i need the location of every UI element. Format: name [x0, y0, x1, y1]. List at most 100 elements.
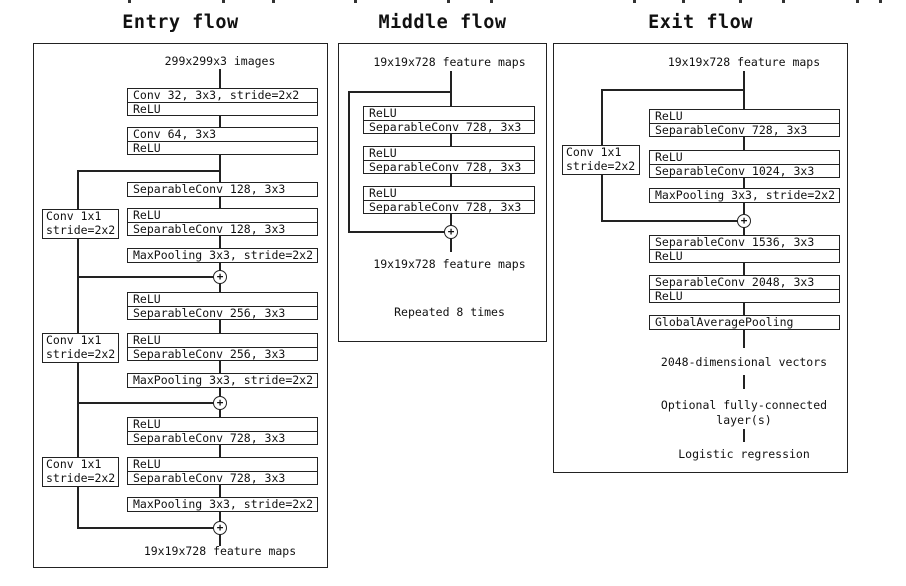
skip-merge-line: [78, 527, 215, 529]
layer-row: ReLU: [650, 289, 839, 303]
layer-row: Conv 1x1: [46, 333, 102, 347]
connector-line: [743, 327, 745, 348]
layer-row: Conv 1x1: [46, 209, 102, 223]
skip-merge-line: [78, 276, 215, 278]
connector-line: [743, 227, 745, 237]
exit-logistic-label: Logistic regression: [678, 447, 810, 461]
exit-flow-panel: [553, 43, 848, 473]
entry-skip-conv-box-2: Conv 1x1 stride=2x2: [42, 333, 119, 363]
exit-block-sepconv1536: SeparableConv 1536, 3x3 ReLU: [649, 235, 840, 263]
connector-line: [743, 262, 745, 277]
connector-line: [450, 134, 452, 148]
connector-line: [743, 375, 745, 389]
cropped-text-mark: [682, 0, 685, 3]
entry-block-sepconv128: SeparableConv 128, 3x3: [127, 182, 318, 197]
exit-block-relu-sepconv728: ReLU SeparableConv 728, 3x3: [649, 109, 840, 137]
entry-block-relu-sepconv128: ReLU SeparableConv 128, 3x3: [127, 208, 318, 236]
connector-line: [743, 302, 745, 317]
layer-row: ReLU: [128, 458, 317, 471]
skip-rail-line: [601, 173, 603, 222]
layer-row: stride=2x2: [46, 346, 116, 361]
connector-line: [219, 385, 221, 398]
connector-line: [219, 115, 221, 130]
layer-row: stride=2x2: [566, 158, 636, 173]
cropped-text-mark: [222, 0, 225, 3]
layer-row: MaxPooling 3x3, stride=2x2: [128, 374, 317, 387]
connector-line: [219, 194, 221, 211]
entry-block-relu-sepconv728-b: ReLU SeparableConv 728, 3x3: [127, 457, 318, 485]
cropped-text-mark: [879, 0, 882, 3]
connector-line: [219, 319, 221, 336]
entry-block-relu-sepconv256-a: ReLU SeparableConv 256, 3x3: [127, 292, 318, 320]
skip-merge-line: [602, 220, 739, 222]
exit-block-globalavgpool: GlobalAveragePooling: [649, 315, 840, 330]
skip-branch-line: [78, 170, 220, 172]
skip-merge-line: [349, 231, 446, 233]
middle-input-label: 19x19x728 feature maps: [373, 55, 526, 69]
middle-output-label: 19x19x728 feature maps: [373, 257, 526, 271]
layer-row: SeparableConv 728, 3x3: [364, 200, 534, 214]
exit-skip-conv-box: Conv 1x1 stride=2x2: [562, 145, 640, 175]
exit-block-relu-sepconv1024: ReLU SeparableConv 1024, 3x3: [649, 150, 840, 178]
entry-block-maxpool-1: MaxPooling 3x3, stride=2x2: [127, 248, 318, 263]
entry-block-relu-sepconv256-b: ReLU SeparableConv 256, 3x3: [127, 333, 318, 361]
layer-row: stride=2x2: [46, 222, 116, 237]
layer-row: SeparableConv 2048, 3x3: [650, 276, 839, 289]
entry-flow-title: Entry flow: [122, 12, 239, 33]
layer-row: ReLU: [128, 102, 317, 116]
layer-row: ReLU: [650, 110, 839, 123]
layer-row: GlobalAveragePooling: [650, 316, 839, 329]
layer-row: ReLU: [128, 293, 317, 306]
connector-line: [219, 69, 221, 90]
connector-line: [450, 174, 452, 188]
layer-row: SeparableConv 728, 3x3: [128, 471, 317, 485]
entry-input-label: 299x299x3 images: [164, 54, 276, 68]
connector-line: [743, 200, 745, 216]
exit-block-sepconv2048: SeparableConv 2048, 3x3 ReLU: [649, 275, 840, 303]
plus-glyph: +: [740, 214, 748, 227]
exit-fc-label-line1: Optional fully-connected: [660, 398, 828, 412]
add-merge-icon: +: [737, 214, 751, 228]
connector-line: [743, 71, 745, 111]
entry-block-relu-sepconv728-a: ReLU SeparableConv 728, 3x3: [127, 417, 318, 445]
entry-block-conv32: Conv 32, 3x3, stride=2x2 ReLU: [127, 88, 318, 116]
plus-glyph: +: [216, 396, 224, 409]
entry-flow-panel: [33, 43, 328, 568]
skip-rail-line: [77, 237, 79, 335]
connector-line: [219, 260, 221, 272]
layer-row: Conv 1x1: [566, 145, 622, 159]
exit-flow-title: Exit flow: [648, 12, 753, 33]
skip-branch-line: [602, 89, 745, 91]
exit-fc-label-line2: layer(s): [716, 413, 772, 427]
plus-glyph: +: [216, 521, 224, 534]
layer-row: SeparableConv 1536, 3x3: [650, 236, 839, 249]
layer-row: SeparableConv 128, 3x3: [128, 222, 317, 236]
skip-merge-line: [78, 402, 215, 404]
layer-row: ReLU: [364, 147, 534, 160]
layer-row: MaxPooling 3x3, stride=2x2: [128, 498, 317, 511]
cropped-text-mark: [739, 0, 742, 3]
layer-row: SeparableConv 728, 3x3: [128, 431, 317, 445]
layer-row: SeparableConv 728, 3x3: [364, 120, 534, 134]
cropped-text-mark: [447, 0, 450, 3]
add-merge-icon: +: [213, 270, 227, 284]
connector-line: [743, 177, 745, 190]
connector-line: [219, 509, 221, 523]
cropped-text-mark: [128, 0, 131, 3]
cropped-text-mark: [856, 0, 859, 3]
cropped-text-mark: [272, 0, 275, 3]
layer-row: SeparableConv 728, 3x3: [364, 160, 534, 174]
exit-block-maxpool: MaxPooling 3x3, stride=2x2: [649, 188, 840, 203]
connector-line: [219, 484, 221, 500]
layer-row: SeparableConv 128, 3x3: [128, 183, 317, 196]
middle-block-3: ReLU SeparableConv 728, 3x3: [363, 186, 535, 214]
layer-row: ReLU: [364, 187, 534, 200]
connector-line: [219, 409, 221, 420]
layer-row: ReLU: [364, 107, 534, 120]
cropped-text-mark: [490, 0, 493, 3]
entry-block-conv64: Conv 64, 3x3 ReLU: [127, 127, 318, 155]
add-merge-icon: +: [213, 396, 227, 410]
exit-input-label: 19x19x728 feature maps: [667, 55, 821, 69]
connector-line: [450, 237, 452, 252]
